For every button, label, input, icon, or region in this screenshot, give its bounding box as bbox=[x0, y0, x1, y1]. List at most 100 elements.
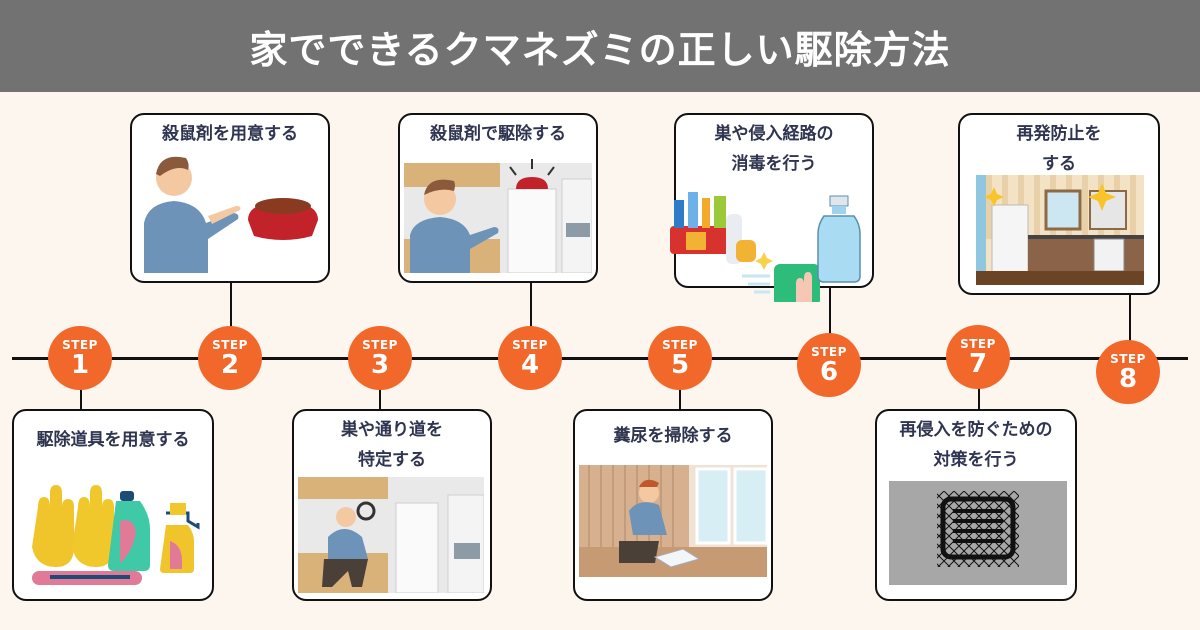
magnifying-glass-icon bbox=[356, 501, 376, 521]
step-card-7: 再侵入を防ぐための 対策を行う bbox=[875, 409, 1077, 601]
disinfectant-spray-icon bbox=[817, 215, 861, 283]
sparkle-icon bbox=[755, 252, 773, 270]
kitchen-counter-icon bbox=[1028, 239, 1144, 271]
man-head-icon bbox=[639, 483, 659, 503]
step-title: 殺鼠剤を用意する bbox=[132, 115, 328, 149]
man-with-magnifier-illustration bbox=[298, 477, 486, 593]
spray-bottle-icon bbox=[170, 503, 186, 515]
step-title-line: 再発防止を bbox=[1016, 124, 1102, 144]
sponge-icon bbox=[736, 240, 756, 262]
glove-icon bbox=[686, 232, 706, 250]
vent-with-mesh-illustration bbox=[889, 481, 1067, 585]
step-number: 2 bbox=[220, 350, 240, 380]
disinfection-supplies-illustration bbox=[664, 182, 884, 302]
man-head-icon bbox=[336, 507, 356, 527]
connector-step-1 bbox=[80, 380, 82, 410]
step-title-line: 再侵入を防ぐための bbox=[899, 420, 1053, 440]
step-badge-8: STEP 8 bbox=[1096, 340, 1160, 404]
fridge-icon bbox=[507, 188, 557, 273]
glove-icon bbox=[32, 485, 74, 567]
step-title-line: 巣や侵入経路の bbox=[714, 124, 834, 144]
step-badge-5: STEP 5 bbox=[648, 326, 712, 390]
hand-icon bbox=[796, 272, 812, 302]
step-title: 殺鼠剤で駆除する bbox=[400, 115, 596, 149]
step-title: 巣や通り道を 特定する bbox=[294, 411, 490, 475]
connector-step-4 bbox=[530, 282, 532, 328]
shirt-icon bbox=[410, 217, 499, 273]
window-icon bbox=[1044, 189, 1082, 231]
step-title: 糞尿を掃除する bbox=[575, 411, 771, 451]
step-badge-2: STEP 2 bbox=[198, 326, 262, 390]
step-number: 4 bbox=[520, 350, 540, 380]
step-card-5: 糞尿を掃除する bbox=[573, 409, 773, 601]
step-label: STEP bbox=[212, 338, 248, 352]
shirt-icon bbox=[629, 502, 667, 535]
window-icon bbox=[695, 467, 731, 545]
glove-icon bbox=[72, 485, 114, 567]
step-label: STEP bbox=[662, 338, 698, 352]
microwave-icon bbox=[454, 543, 480, 559]
sparkle-icon bbox=[984, 187, 1004, 207]
connector-step-7 bbox=[978, 380, 980, 410]
microwave-icon bbox=[566, 223, 590, 237]
step-number: 7 bbox=[968, 349, 988, 379]
step-card-4: 殺鼠剤で駆除する bbox=[398, 113, 598, 283]
step-number: 3 bbox=[370, 350, 390, 380]
cloth-icon bbox=[653, 548, 701, 568]
step-label: STEP bbox=[811, 345, 847, 359]
step-title-line: 殺鼠剤を用意する bbox=[162, 124, 298, 144]
step-card-2: 殺鼠剤を用意する bbox=[130, 113, 330, 283]
step-title: 再侵入を防ぐための 対策を行う bbox=[877, 411, 1075, 475]
step-label: STEP bbox=[62, 338, 98, 352]
step-badge-4: STEP 4 bbox=[498, 326, 562, 390]
step-label: STEP bbox=[1110, 352, 1146, 366]
vent-frame-icon bbox=[940, 496, 1016, 560]
connector-step-3 bbox=[379, 380, 381, 410]
header-bar: 家でできるクマネズミの正しい駆除方法 bbox=[0, 0, 1200, 92]
step-title-line: 駆除道具を用意する bbox=[36, 430, 190, 450]
clean-kitchen-illustration bbox=[976, 175, 1144, 285]
sparkle-icon bbox=[1088, 183, 1116, 211]
man-cleaning-floor-illustration bbox=[579, 465, 767, 577]
man-pointing-at-fridge-illustration bbox=[404, 153, 592, 273]
step-card-3: 巣や通り道を 特定する bbox=[292, 409, 492, 601]
step-label: STEP bbox=[960, 337, 996, 351]
page-title: 家でできるクマネズミの正しい駆除方法 bbox=[249, 27, 951, 72]
connector-step-2 bbox=[230, 282, 232, 328]
step-badge-7: STEP 7 bbox=[946, 325, 1010, 389]
gloves-and-bottles-illustration bbox=[20, 473, 206, 591]
step-title: 巣や侵入経路の 消毒を行う bbox=[676, 115, 872, 179]
step-card-1: 駆除道具を用意する bbox=[12, 409, 214, 601]
step-card-6: 巣や侵入経路の 消毒を行う bbox=[670, 113, 874, 302]
step-card-8: 再発防止を する bbox=[958, 113, 1160, 295]
shirt-icon bbox=[144, 201, 239, 273]
connector-step-8 bbox=[1129, 292, 1131, 342]
step-title-line: 特定する bbox=[358, 450, 426, 470]
man-pointing-illustration bbox=[138, 148, 322, 273]
step-number: 1 bbox=[70, 350, 90, 380]
cabinet-icon bbox=[298, 477, 388, 499]
fridge-icon bbox=[395, 502, 439, 593]
connector-step-6 bbox=[829, 286, 831, 336]
step-label: STEP bbox=[512, 338, 548, 352]
step-title-line: 糞尿を掃除する bbox=[613, 426, 733, 446]
step-number: 8 bbox=[1118, 364, 1138, 394]
timeline-line bbox=[12, 357, 1188, 360]
fridge-icon bbox=[991, 204, 1029, 276]
step-title: 駆除道具を用意する bbox=[14, 411, 212, 455]
step-title-line: する bbox=[1042, 154, 1076, 174]
step-title: 再発防止を する bbox=[960, 115, 1158, 179]
step-badge-3: STEP 3 bbox=[348, 326, 412, 390]
step-title-line: 巣や通り道を bbox=[341, 420, 443, 440]
step-badge-1: STEP 1 bbox=[48, 326, 112, 390]
connector-step-5 bbox=[679, 380, 681, 410]
step-number: 6 bbox=[819, 357, 839, 387]
step-number: 5 bbox=[670, 350, 690, 380]
step-title-line: 殺鼠剤で駆除する bbox=[430, 124, 566, 144]
step-badge-6: STEP 6 bbox=[797, 333, 861, 397]
step-title-line: 対策を行う bbox=[933, 450, 1019, 470]
oven-icon bbox=[1093, 238, 1125, 272]
poison-bowl-icon bbox=[516, 177, 548, 189]
step-label: STEP bbox=[362, 338, 398, 352]
step-title-line: 消毒を行う bbox=[731, 154, 817, 174]
